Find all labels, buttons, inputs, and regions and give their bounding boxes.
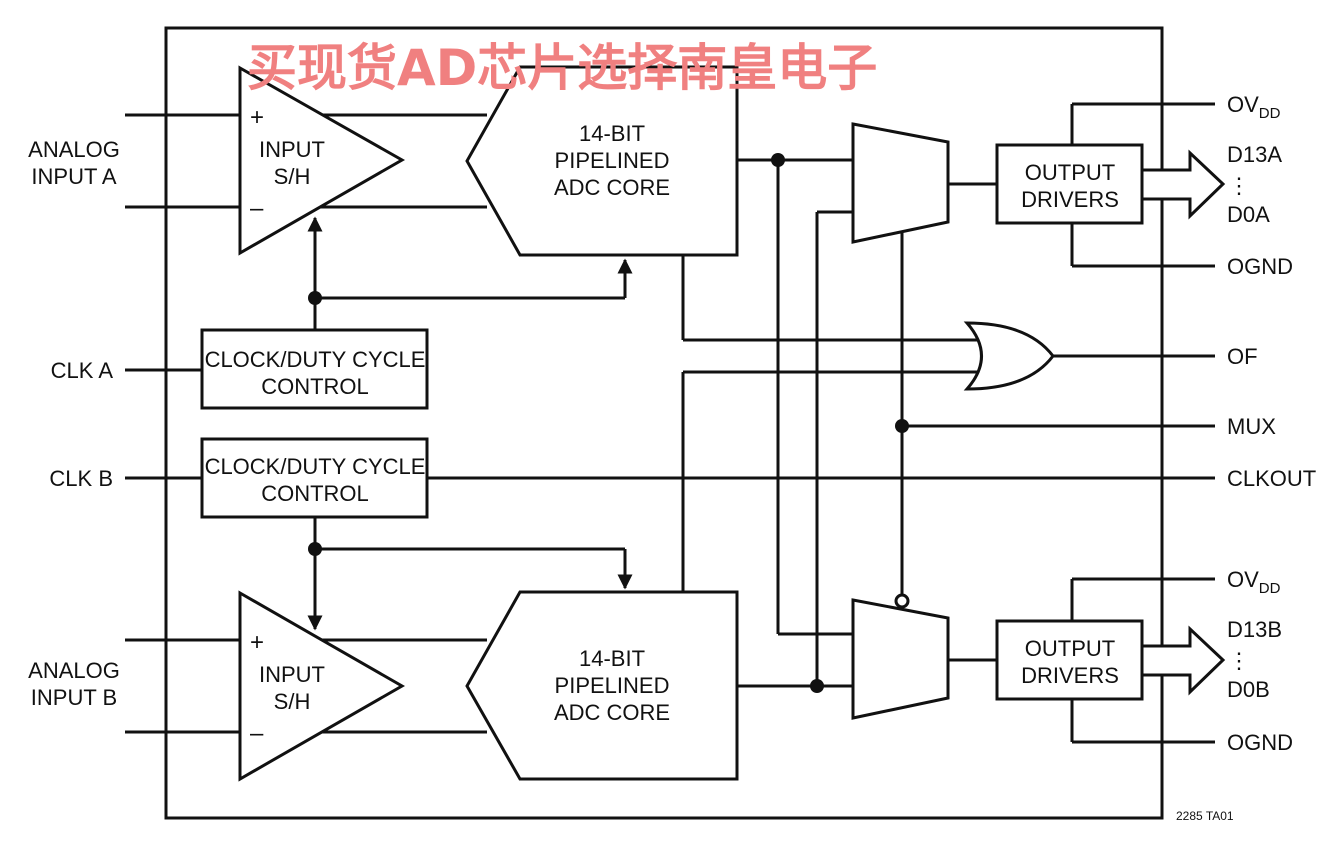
ovdd-b-label: OVDD <box>1227 567 1281 597</box>
junction-dots <box>308 153 909 693</box>
sample-hold-a-label-line1: INPUT <box>259 137 325 162</box>
adc-core-b-label-line2: PIPELINED <box>555 673 670 698</box>
adc-core-b <box>465 590 739 781</box>
adc-core-a-label-line2: PIPELINED <box>555 148 670 173</box>
d0a-label: D0A <box>1227 202 1270 227</box>
clk-a-label: CLK A <box>51 358 114 383</box>
clock-control-a-label-line2: CONTROL <box>261 374 369 399</box>
bus-arrow-b <box>1140 625 1226 696</box>
clock-control-b-label-line1: CLOCK/DUTY CYCLE <box>205 454 426 479</box>
d13b-label: D13B <box>1227 617 1282 642</box>
adc-core-a-label-line3: ADC CORE <box>554 175 670 200</box>
d-b-vdots: ⋮ <box>1228 648 1250 673</box>
adc-core-b-label-line3: ADC CORE <box>554 700 670 725</box>
output-drivers-b-label-line1: OUTPUT <box>1025 636 1115 661</box>
output-drivers-a-label-line2: DRIVERS <box>1021 187 1119 212</box>
figure-id: 2285 TA01 <box>1176 809 1234 823</box>
output-drivers-a <box>995 143 1144 225</box>
sample-hold-b-label-line1: INPUT <box>259 662 325 687</box>
ovdd-b-sub: DD <box>1259 580 1281 597</box>
analog-input-a-label-line1: ANALOG <box>28 137 120 162</box>
ognd-b-label: OGND <box>1227 730 1293 755</box>
ovdd-a-main: OV <box>1227 92 1259 117</box>
ovdd-a-label: OVDD <box>1227 92 1281 122</box>
adc-core-a-label-line1: 14-BIT <box>579 121 645 146</box>
adc-core-a <box>465 65 739 257</box>
clock-control-a-label-line1: CLOCK/DUTY CYCLE <box>205 347 426 372</box>
mux-b-select-bubble <box>894 593 910 609</box>
ognd-a-label: OGND <box>1227 254 1293 279</box>
sample-hold-b-minus: – <box>250 720 264 747</box>
d-a-vdots: ⋮ <box>1228 173 1250 198</box>
of-label: OF <box>1227 344 1258 369</box>
ovdd-a-sub: DD <box>1259 105 1281 122</box>
sample-hold-a <box>238 65 406 256</box>
output-drivers-b-label-line2: DRIVERS <box>1021 663 1119 688</box>
mux-label: MUX <box>1227 414 1276 439</box>
d0b-label: D0B <box>1227 677 1270 702</box>
sample-hold-b-label-line2: S/H <box>274 689 311 714</box>
analog-input-a-label-line2: INPUT A <box>31 164 117 189</box>
sample-hold-a-plus: + <box>250 104 264 131</box>
sample-hold-b <box>238 590 406 782</box>
bus-arrow-a <box>1140 149 1226 220</box>
analog-input-b-label-line1: ANALOG <box>28 658 120 683</box>
watermark-text: 买现货AD芯片选择南皇电子 <box>247 39 877 97</box>
or-gate <box>963 321 1055 391</box>
clkout-label: CLKOUT <box>1227 466 1316 491</box>
clk-b-label: CLK B <box>49 466 113 491</box>
ovdd-b-main: OV <box>1227 567 1259 592</box>
sample-hold-a-minus: – <box>250 195 264 222</box>
adc-core-b-label-line1: 14-BIT <box>579 646 645 671</box>
chip-boundary <box>164 26 1164 820</box>
wiring <box>125 102 1215 744</box>
d13a-label: D13A <box>1227 142 1282 167</box>
sample-hold-a-label-line2: S/H <box>274 164 311 189</box>
analog-input-b-label-line2: INPUT B <box>31 685 117 710</box>
mux-a <box>851 122 950 244</box>
clock-control-b <box>200 437 429 519</box>
clock-control-a <box>200 328 429 410</box>
sample-hold-b-plus: + <box>250 629 264 656</box>
output-drivers-a-label-line1: OUTPUT <box>1025 160 1115 185</box>
mux-b <box>851 598 950 720</box>
clock-control-b-label-line2: CONTROL <box>261 481 369 506</box>
output-drivers-b <box>995 619 1144 701</box>
